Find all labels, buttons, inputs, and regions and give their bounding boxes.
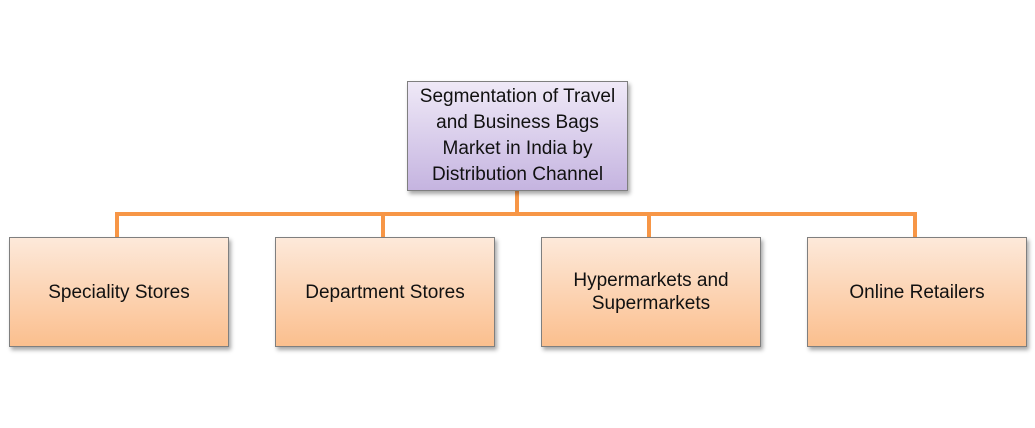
connector-root-stem bbox=[515, 191, 519, 215]
connector-drop-1 bbox=[115, 212, 119, 237]
connector-horizontal-bar bbox=[115, 212, 917, 216]
child-node-department-stores: Department Stores bbox=[275, 237, 495, 347]
child-node-speciality-stores: Speciality Stores bbox=[9, 237, 229, 347]
child-node-label: Speciality Stores bbox=[48, 281, 190, 303]
child-node-hypermarkets: Hypermarkets and Supermarkets bbox=[541, 237, 761, 347]
connector-drop-4 bbox=[913, 212, 917, 237]
connector-drop-3 bbox=[647, 212, 651, 237]
root-node: Segmentation of Travel and Business Bags… bbox=[407, 81, 628, 191]
child-node-label: Online Retailers bbox=[849, 281, 985, 303]
child-node-online-retailers: Online Retailers bbox=[807, 237, 1027, 347]
child-node-label: Hypermarkets and Supermarkets bbox=[573, 270, 729, 314]
child-node-label: Department Stores bbox=[305, 281, 465, 303]
root-node-label: Segmentation of Travel and Business Bags… bbox=[419, 86, 616, 185]
connector-drop-2 bbox=[381, 212, 385, 237]
